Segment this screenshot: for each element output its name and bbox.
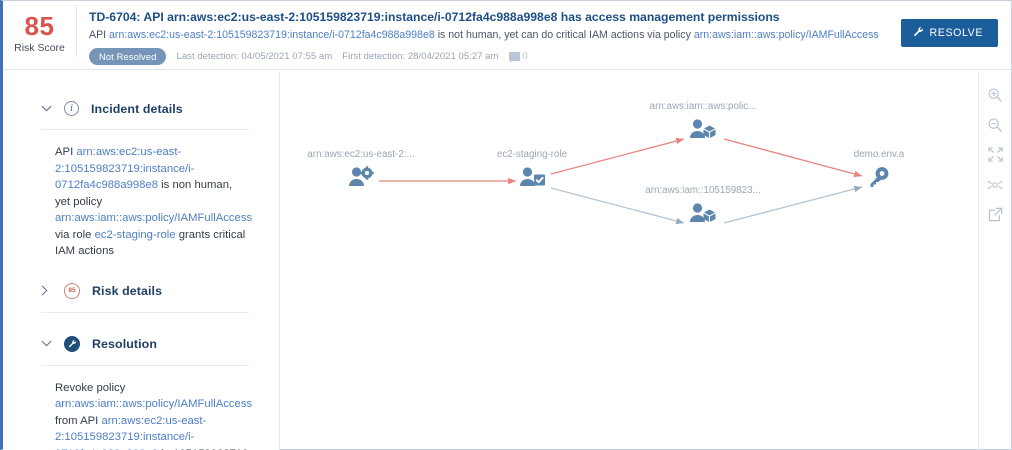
user-box-icon bbox=[689, 118, 717, 145]
spacer-2 bbox=[41, 313, 249, 336]
edge-n2-n3 bbox=[550, 137, 685, 175]
zoom-out-icon[interactable] bbox=[986, 115, 1005, 134]
graph-node-label: demo.env.a bbox=[853, 149, 905, 160]
details-sidebar: i Incident details API arn:aws:ec2:us-ea… bbox=[3, 71, 280, 450]
comment-count: 0 bbox=[522, 50, 528, 62]
incident-text-1: API bbox=[55, 146, 77, 158]
graph-node-label: arn:aws:ec2:us-east-2:... bbox=[307, 149, 415, 160]
chevron-right-icon[interactable] bbox=[41, 285, 52, 296]
risk-score-value: 85 bbox=[24, 11, 55, 41]
section-title-risk-details: Risk details bbox=[92, 283, 163, 298]
section-title-resolution: Resolution bbox=[92, 336, 158, 351]
resolution-link-policy[interactable]: arn:aws:iam::aws:policy/IAMFullAccess bbox=[55, 398, 253, 410]
open-external-icon[interactable] bbox=[986, 205, 1005, 224]
section-header-incident-details[interactable]: i Incident details bbox=[41, 101, 249, 130]
section-header-risk-details[interactable]: 85 Risk details bbox=[41, 282, 249, 313]
incident-link-resource[interactable]: arn:aws:ec2:us-east-2:105159823719:insta… bbox=[55, 146, 195, 191]
resolve-button-label: RESOLVE bbox=[929, 27, 983, 39]
resolution-text-1: Revoke policy bbox=[55, 381, 126, 394]
incident-title: TD-6704: API arn:aws:ec2:us-east-2:10515… bbox=[89, 10, 780, 24]
first-detection-text: First detection: 28/04/2021 05:27 am bbox=[342, 50, 499, 62]
risk-score-label: Risk Score bbox=[14, 42, 65, 54]
resolution-text-2: from API bbox=[55, 414, 102, 427]
incident-subtitle: API arn:aws:ec2:us-east-2:105159823719:i… bbox=[89, 28, 901, 43]
user-box-icon bbox=[689, 202, 717, 229]
user-gear-icon bbox=[348, 166, 374, 193]
resolution-link-resource[interactable]: arn:aws:ec2:us-east-2:105159823719:insta… bbox=[55, 414, 207, 450]
header-main: TD-6704: API arn:aws:ec2:us-east-2:10515… bbox=[77, 1, 901, 65]
zoom-in-icon[interactable] bbox=[986, 85, 1005, 104]
info-circle-icon: i bbox=[64, 101, 79, 116]
section-title-incident-details: Incident details bbox=[91, 101, 183, 116]
incident-link-role[interactable]: ec2-staging-role bbox=[94, 228, 176, 241]
resolution-text-3: in 105159823719 bbox=[158, 448, 248, 450]
subtitle-text-1: API bbox=[89, 29, 110, 41]
comment-count-group[interactable]: 0 bbox=[508, 50, 528, 64]
incident-text-2: is non human, yet policy bbox=[55, 179, 233, 208]
incident-text-3: via role bbox=[55, 228, 95, 241]
graph-toolbar bbox=[978, 71, 1011, 450]
status-badge[interactable]: Not Resolved bbox=[89, 48, 167, 65]
user-check-icon bbox=[519, 166, 545, 193]
incident-details-body: API arn:aws:ec2:us-east-2:105159823719:i… bbox=[41, 130, 253, 260]
graph-node-label: ec2-staging-role bbox=[496, 149, 568, 160]
wrench-icon bbox=[913, 26, 924, 40]
key-icon bbox=[867, 166, 891, 193]
subtitle-policy-link[interactable]: arn:aws:iam::aws:policy/IAMFullAccess bbox=[693, 29, 879, 41]
chevron-down-icon-resolution[interactable] bbox=[41, 340, 52, 347]
incident-header: 85 Risk Score TD-6704: API arn:aws:ec2:u… bbox=[3, 1, 1011, 70]
chevron-down-icon[interactable] bbox=[41, 105, 52, 112]
resolve-button-header[interactable]: RESOLVE bbox=[900, 19, 998, 47]
risk-score-block: 85 Risk Score bbox=[3, 5, 77, 57]
edge-n2-n4 bbox=[550, 187, 685, 225]
fit-screen-icon[interactable] bbox=[986, 145, 1005, 164]
edge-n3-n5 bbox=[723, 138, 863, 178]
edge-n4-n5 bbox=[723, 185, 863, 224]
subtitle-text-2: is not human, yet can do critical IAM ac… bbox=[434, 29, 694, 41]
incident-link-policy[interactable]: arn:aws:iam::aws:policy/IAMFullAccess bbox=[55, 212, 253, 224]
wrench-circle-icon bbox=[64, 335, 80, 352]
resolution-body: Revoke policy arn:aws:iam::aws:policy/IA… bbox=[41, 366, 253, 450]
graph-edges bbox=[379, 137, 863, 225]
graph-node-label: arn:aws:iam::aws:polic... bbox=[649, 101, 757, 112]
last-detection-text: Last detection: 04/05/2021 07:55 am bbox=[176, 50, 333, 62]
subtitle-resource-link[interactable]: arn:aws:ec2:us-east-2:105159823719:insta… bbox=[109, 29, 435, 41]
section-header-resolution[interactable]: Resolution bbox=[41, 335, 249, 366]
risk-gauge-icon: 85 bbox=[64, 282, 80, 299]
risk-gauge-value: 85 bbox=[68, 287, 76, 294]
header-meta-row: Not Resolved Last detection: 04/05/2021 … bbox=[89, 48, 901, 65]
expand-graph-icon[interactable] bbox=[986, 175, 1005, 194]
relationship-graph[interactable]: arn:aws:ec2:us-east-2:... ec2-staging-ro… bbox=[281, 71, 1011, 449]
comment-bubble-icon bbox=[508, 51, 520, 64]
spacer-1 bbox=[41, 260, 249, 283]
incident-text-4: grants critical IAM actions bbox=[55, 228, 246, 258]
graph-node-label: arn:aws:iam::105159823... bbox=[645, 185, 761, 196]
